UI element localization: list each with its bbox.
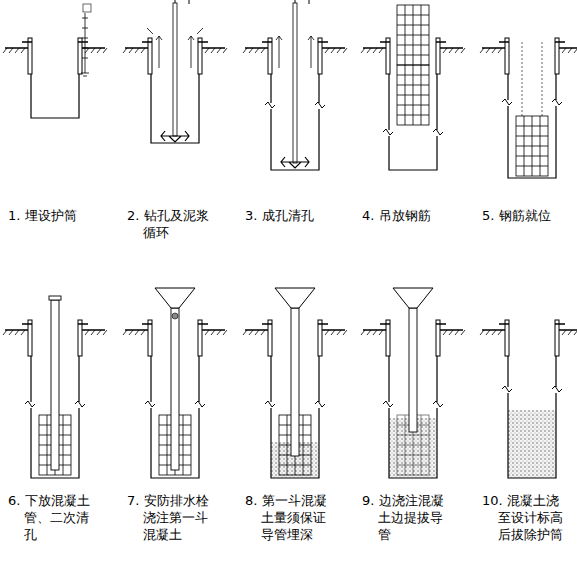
rebar-cage <box>516 116 548 176</box>
marker <box>83 4 91 12</box>
drill-bit <box>161 131 189 142</box>
step-caption: 9. 边浇注混凝土边提拔导管 <box>362 492 448 543</box>
rod-hook <box>295 0 309 4</box>
drain-plug <box>172 313 178 319</box>
step-caption: 7. 安防排水栓浇注第一斗混凝土 <box>127 492 213 543</box>
hopper <box>155 288 195 308</box>
break-line <box>145 401 205 408</box>
rebar-cage <box>397 5 429 65</box>
borehole <box>508 330 556 478</box>
break-line <box>25 401 85 408</box>
break-line <box>383 129 443 136</box>
drill-bit <box>281 157 309 168</box>
break-line <box>383 401 443 408</box>
break-line <box>265 401 325 408</box>
casing <box>480 38 577 74</box>
step-caption: 4. 吊放钢筋 <box>362 207 448 224</box>
casing <box>3 38 107 74</box>
mud-circulation-arrows <box>276 36 314 68</box>
borehole <box>31 48 79 118</box>
panel-7-illustration <box>123 288 227 478</box>
step-caption: 5. 钢筋就位 <box>482 207 568 224</box>
rebar-cage <box>397 65 429 125</box>
break-line <box>502 99 562 106</box>
break-line <box>502 386 562 393</box>
panel-4-illustration <box>361 5 465 170</box>
step-caption: 3. 成孔清孔 <box>245 207 331 224</box>
step-caption: 6. 下放混凝土管、二次清孔 <box>8 492 94 543</box>
panel-2-illustration <box>123 0 227 143</box>
panel-3-illustration <box>243 0 347 170</box>
mud-circulation-arrows <box>147 28 203 68</box>
drill-rod <box>293 3 297 163</box>
panel-5-illustration <box>480 38 577 178</box>
step-caption: 8. 第一斗混凝土量须保证导管埋深 <box>245 492 331 543</box>
casing <box>480 320 577 356</box>
level-staff <box>81 13 89 76</box>
concrete <box>508 410 556 478</box>
panel-8-illustration <box>243 288 347 478</box>
tremie-pipe <box>171 308 179 470</box>
panel-10-illustration <box>480 320 577 478</box>
step-caption: 10. 混凝土浇至设计标高后拔除护筒 <box>482 492 568 543</box>
hopper <box>393 288 433 308</box>
hopper <box>275 288 315 308</box>
rod-hook <box>175 0 189 4</box>
step-caption: 1. 埋设护筒 <box>8 207 94 224</box>
tremie-pipe <box>291 308 299 456</box>
pipe-cap <box>49 296 61 300</box>
step-caption: 2. 钻孔及泥浆循环 <box>127 207 213 241</box>
hanging-bars <box>522 42 542 116</box>
panel-1-illustration <box>3 4 107 118</box>
break-line <box>265 102 325 109</box>
borehole <box>389 48 437 170</box>
drill-rod <box>173 3 177 136</box>
panel-6-illustration <box>3 296 107 478</box>
tremie-pipe <box>409 308 417 432</box>
panel-9-illustration <box>361 288 465 478</box>
tremie-pipe <box>51 300 59 470</box>
borehole <box>508 48 556 178</box>
